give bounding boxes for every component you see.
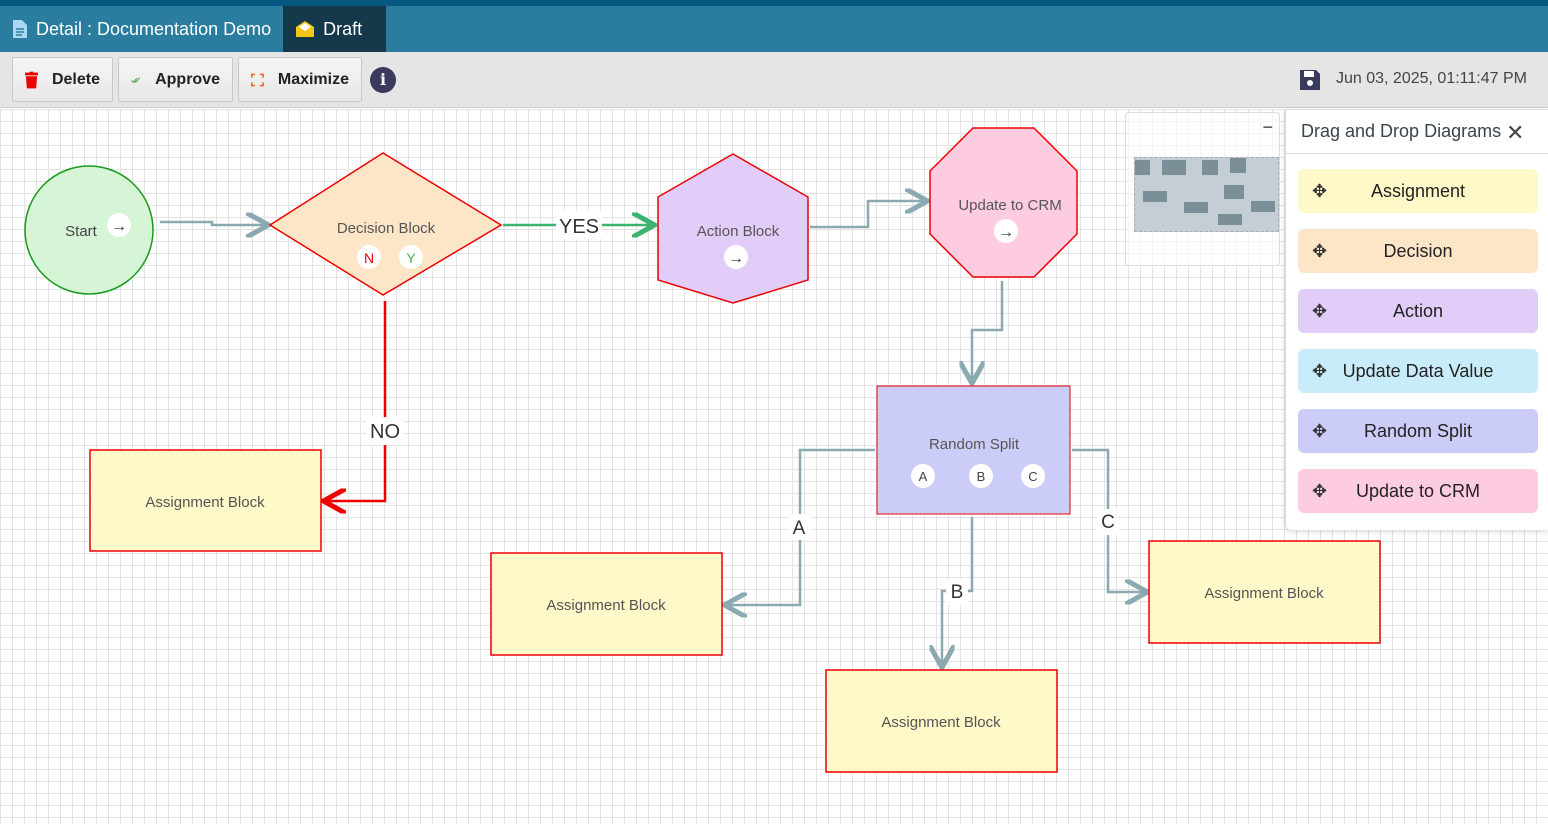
palette-item[interactable]: ✥ Update to CRM (1298, 469, 1538, 513)
document-icon (13, 20, 27, 38)
svg-text:Action Block: Action Block (697, 223, 780, 240)
arrow-right-icon: → (998, 224, 1014, 241)
title-bar: Detail : Documentation Demo Draft (0, 6, 1548, 52)
palette-item[interactable]: ✥ Assignment (1298, 169, 1538, 213)
assignment-node[interactable]: Assignment Block (825, 669, 1058, 773)
save-icon[interactable] (1298, 68, 1322, 92)
decision-yes-port: Y (406, 250, 416, 266)
move-icon: ✥ (1312, 300, 1328, 321)
palette-item-label: Random Split (1363, 420, 1473, 441)
tab-draft[interactable]: Draft (283, 6, 387, 52)
assignment-node[interactable]: Assignment Block (89, 449, 322, 552)
maximize-button[interactable]: Maximize (238, 57, 362, 102)
palette-title: Drag and Drop Diagrams (1301, 121, 1502, 141)
overview-viewport[interactable] (1134, 157, 1279, 232)
arrow-right-icon: → (111, 218, 127, 235)
double-check-icon (131, 76, 141, 83)
info-icon[interactable]: i (370, 67, 396, 93)
overview-panel[interactable]: − (1125, 112, 1280, 266)
envelope-open-icon (296, 21, 315, 37)
palette-item-label: Decision (1383, 240, 1453, 261)
no-label: NO (370, 421, 400, 443)
palette-item[interactable]: ✥ Random Split (1298, 409, 1538, 453)
edge-crm-split (972, 281, 1004, 381)
tab-detail[interactable]: Detail : Documentation Demo (0, 6, 283, 52)
palette-item[interactable]: ✥ Action (1298, 289, 1538, 333)
move-icon: ✥ (1312, 480, 1328, 501)
page-title: Detail : Documentation Demo (36, 18, 272, 39)
svg-text:C: C (1028, 469, 1037, 484)
maximize-icon (251, 73, 264, 86)
palette-panel: Drag and Drop Diagrams ✕ ✥ Assignment ✥ Dec… (1285, 110, 1548, 530)
action-node[interactable]: Action Block → (657, 153, 809, 304)
random-split-node[interactable]: Random Split A B C (876, 385, 1071, 515)
svg-text:Assignment Block: Assignment Block (546, 597, 666, 614)
top-stripe (0, 0, 1548, 6)
palette-item-label: Assignment (1370, 180, 1466, 201)
svg-text:A: A (919, 469, 928, 484)
trash-icon (25, 71, 38, 88)
assignment-node[interactable]: Assignment Block (490, 552, 723, 656)
approve-button[interactable]: Approve (118, 57, 233, 102)
edge-a-label: A (793, 518, 806, 539)
palette-item-label: Action (1392, 300, 1444, 321)
move-icon: ✥ (1312, 420, 1328, 441)
arrow-right-icon: → (728, 250, 744, 267)
assignment-node[interactable]: Assignment Block (1148, 540, 1381, 644)
svg-text:Assignment Block: Assignment Block (881, 714, 1001, 731)
edge-action-crm (810, 201, 925, 229)
svg-text:Start: Start (65, 223, 98, 240)
svg-text:Assignment Block: Assignment Block (145, 494, 265, 511)
svg-text:Decision Block: Decision Block (337, 220, 436, 237)
move-icon: ✥ (1312, 360, 1328, 381)
palette-item-label: Update Data Value (1342, 360, 1494, 381)
move-icon: ✥ (1312, 240, 1328, 261)
palette-item[interactable]: ✥ Decision (1298, 229, 1538, 273)
minimize-overview-button[interactable]: − (1262, 117, 1273, 137)
svg-text:B: B (977, 469, 986, 484)
delete-button[interactable]: Delete (12, 57, 113, 102)
toolbar: Delete Approve Maximize i Jun 03, 2025, … (0, 52, 1548, 108)
svg-text:Random Split: Random Split (929, 436, 1020, 453)
close-icon[interactable]: ✕ (1506, 120, 1525, 145)
update-crm-node[interactable]: Update to CRM → (929, 127, 1078, 278)
edge-c-label: C (1101, 512, 1115, 533)
decision-no-port: N (364, 250, 374, 266)
svg-text:Assignment Block: Assignment Block (1204, 585, 1324, 602)
decision-node[interactable]: Decision Block N Y (268, 152, 503, 296)
edge-no (326, 301, 387, 501)
palette-item[interactable]: ✥ Update Data Value (1298, 349, 1538, 393)
edge-b-label: B (951, 582, 964, 603)
status-draft: Draft (323, 18, 363, 39)
delete-label: Delete (51, 70, 100, 88)
yes-label: YES (559, 216, 599, 238)
edge-start-decision (160, 222, 266, 225)
start-node[interactable]: Start → (24, 165, 154, 295)
timestamp: Jun 03, 2025, 01:11:47 PM (1336, 70, 1527, 87)
maximize-label: Maximize (277, 70, 349, 88)
palette-item-label: Update to CRM (1355, 480, 1481, 501)
svg-text:Update to CRM: Update to CRM (958, 197, 1061, 214)
move-icon: ✥ (1312, 180, 1328, 201)
approve-label: Approve (155, 70, 220, 88)
